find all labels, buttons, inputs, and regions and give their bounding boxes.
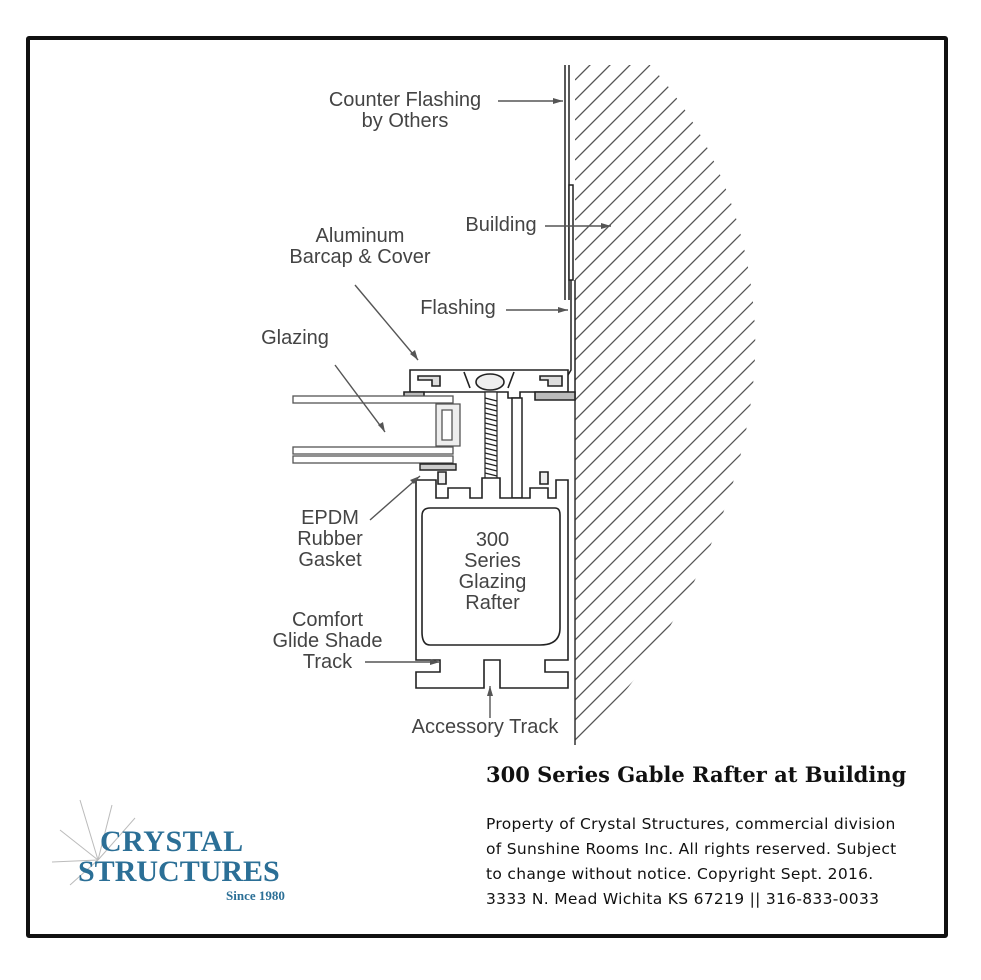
label-accessory-track: Accessory Track: [411, 716, 559, 738]
label-flashing: Flashing: [420, 297, 496, 319]
rafter-web: [511, 397, 523, 499]
logo-line-crystal: CRYSTAL: [100, 825, 244, 858]
property-line: 3333 N. Mead Wichita KS 67219 || 316-833…: [486, 890, 880, 908]
property-notice: Property of Crystal Structures, commerci…: [486, 812, 946, 912]
label-counter-flashing: Counter Flashing by Others: [328, 89, 482, 132]
label-aluminum-barcap: Aluminum Barcap & Cover: [289, 225, 431, 268]
leader-lines: [334, 100, 611, 718]
property-line: Property of Crystal Structures, commerci…: [486, 815, 896, 833]
epdm-gasket-shape: [419, 463, 457, 471]
rafter-body: [415, 471, 569, 689]
logo-line-since: Since 1980: [226, 888, 285, 903]
drawing-frame: [26, 36, 948, 938]
label-rafter: 300 Series Glazing Rafter: [458, 529, 527, 614]
property-line: of Sunshine Rooms Inc. All rights reserv…: [486, 840, 897, 858]
crystal-structures-logo: CRYSTAL STRUCTURES Since 1980: [70, 800, 320, 910]
barcap-and-cover: [403, 369, 576, 401]
logo-starburst: [51, 799, 136, 886]
label-shade-track: Comfort Glide Shade Track: [272, 609, 383, 673]
label-building: Building: [465, 214, 537, 236]
glazing-panels: [292, 395, 461, 464]
leader-arrowheads: [378, 98, 611, 696]
logo-line-structures: STRUCTURES: [78, 855, 280, 888]
label-glazing: Glazing: [261, 327, 329, 349]
drawing-title: 300 Series Gable Rafter at Building: [486, 762, 907, 787]
flashing-lines: [561, 65, 576, 395]
label-epdm-gasket: EPDM Rubber Gasket: [297, 507, 363, 571]
screw: [484, 391, 498, 502]
property-line: to change without notice. Copyright Sept…: [486, 865, 874, 883]
